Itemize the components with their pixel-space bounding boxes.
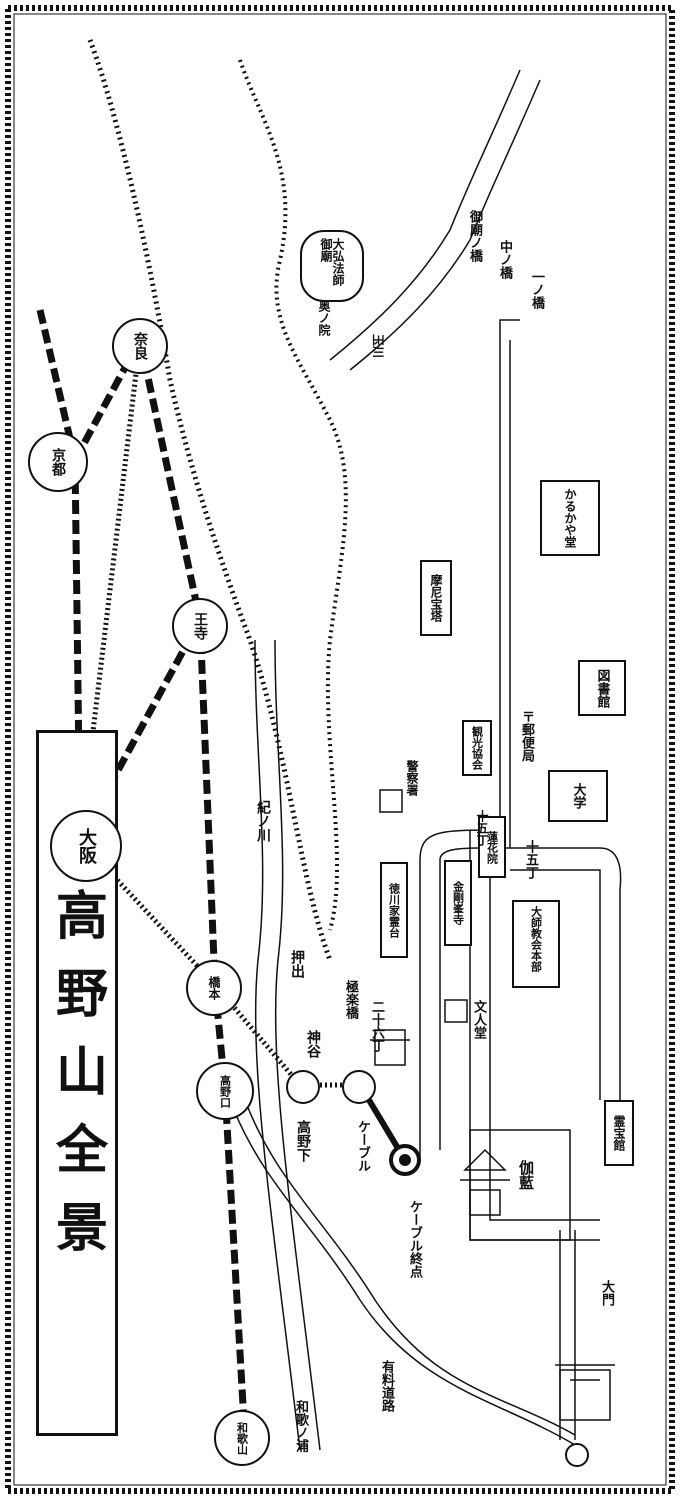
label-bunjindo: 文人堂 <box>471 1000 486 1039</box>
bunjindo-marker <box>444 999 468 1023</box>
label-jugocho-b: 十五丁 <box>523 840 538 879</box>
station-kyoto[interactable]: 京都 <box>28 432 88 492</box>
reihokan-box[interactable]: 霊宝館 <box>604 1100 634 1166</box>
station-nara[interactable]: 奈良 <box>112 318 168 374</box>
label-tokugawa: 徳川家霊台 <box>387 882 401 938</box>
map-border <box>5 5 675 1494</box>
rengein-box[interactable]: 蓮花院 <box>478 816 506 878</box>
label-yuryo-doro: 有料道路 <box>379 1360 394 1412</box>
keisatsu-marker <box>379 789 403 813</box>
label-kongobuji: 金剛峯寺 <box>451 881 465 925</box>
station-osaka[interactable]: 大阪 <box>50 810 122 882</box>
station-oji-label: 王寺 <box>192 612 208 640</box>
daishi-kyokai-box[interactable]: 大師教会本部 <box>512 900 560 988</box>
label-gokurakubashi: 極楽橋 <box>343 980 358 1019</box>
station-koyashita[interactable] <box>286 1070 320 1104</box>
station-hashimoto-label: 橋本 <box>207 976 221 1000</box>
label-kanko: 観光協会 <box>470 726 484 770</box>
label-nijurokucho: 二十六丁 <box>369 1000 384 1052</box>
label-garan: 伽藍 <box>517 1160 535 1190</box>
kinokawa-river <box>254 639 301 1451</box>
label-oshide: 押出 <box>289 950 305 978</box>
gobyo-box[interactable]: 大弘法師御廟 <box>300 230 364 302</box>
label-jugocho-a: 十五丁 <box>475 810 489 846</box>
kongobuji-box[interactable]: 金剛峯寺 <box>444 860 472 946</box>
map-title: 高野山全景 <box>46 888 107 1278</box>
label-reihokan: 霊宝館 <box>612 1115 626 1151</box>
label-nakanohashi: 中ノ橋 <box>497 240 512 279</box>
station-wakayama[interactable]: 和歌山 <box>214 1410 270 1466</box>
station-osaka-label: 大阪 <box>76 828 97 864</box>
label-ichinohashi: 一ノ橋 <box>529 270 544 309</box>
station-hashimoto[interactable]: 橋本 <box>186 960 242 1016</box>
label-daimon: 大門 <box>599 1280 614 1306</box>
label-kamiya: 神谷 <box>305 1030 321 1058</box>
station-koyaguchi[interactable]: 高野口 <box>196 1062 254 1120</box>
label-mani: 摩尼宝塔 <box>429 574 443 622</box>
label-gobyonohashi: 御廟ノ橋 <box>467 210 482 262</box>
label-toshokan: 図書館 <box>594 668 610 708</box>
station-koyaguchi-label: 高野口 <box>218 1074 232 1108</box>
tamagawa-river <box>329 69 521 361</box>
daimon-gate-icon <box>555 1364 615 1421</box>
station-wakayama-label: 和歌山 <box>235 1421 249 1455</box>
label-keisatsu: 警察署 <box>405 760 419 796</box>
label-kinokawa: 紀ノ川 <box>255 800 271 842</box>
toll-road <box>229 1099 576 1446</box>
kanko-box[interactable]: 観光協会 <box>462 720 492 776</box>
mani-box[interactable]: 摩尼宝塔 <box>420 560 452 636</box>
toshokan-box[interactable]: 図書館 <box>578 660 626 716</box>
label-gobyo: 大弘法師御廟 <box>319 238 345 286</box>
gokurakubashi-bridge-icon <box>370 1029 410 1066</box>
label-daigaku: 大学 <box>570 783 586 809</box>
label-wakanoura: 和歌ノ浦 <box>293 1400 308 1452</box>
label-yubin: 〒郵便局 <box>519 710 534 762</box>
label-koyashita: 高野下 <box>295 1120 311 1162</box>
label-rengein: 蓮花院 <box>485 830 499 864</box>
garan-outline <box>469 1129 571 1241</box>
label-daishi-kyokai: 大師教会本部 <box>529 906 543 972</box>
station-gokurakubashi-node[interactable] <box>342 1070 376 1104</box>
station-kyoto-label: 京都 <box>50 448 66 476</box>
karukaya-box[interactable]: かるかや堂 <box>540 480 600 556</box>
garan-pagoda-icon <box>460 1148 510 1216</box>
station-oji[interactable]: 王寺 <box>172 598 228 654</box>
station-nara-label: 奈良 <box>132 332 148 360</box>
label-cable-terminus: ケーブル終点 <box>407 1200 422 1278</box>
label-karukaya: かるかや堂 <box>563 488 577 548</box>
label-okunoin: 奥ノ院 <box>317 300 331 336</box>
label-cable: ケーブル <box>355 1120 370 1172</box>
daigaku-box[interactable]: 大学 <box>548 770 608 822</box>
tokugawa-box[interactable]: 徳川家霊台 <box>380 862 408 958</box>
label-tamagawa: 玉川 <box>371 333 386 359</box>
